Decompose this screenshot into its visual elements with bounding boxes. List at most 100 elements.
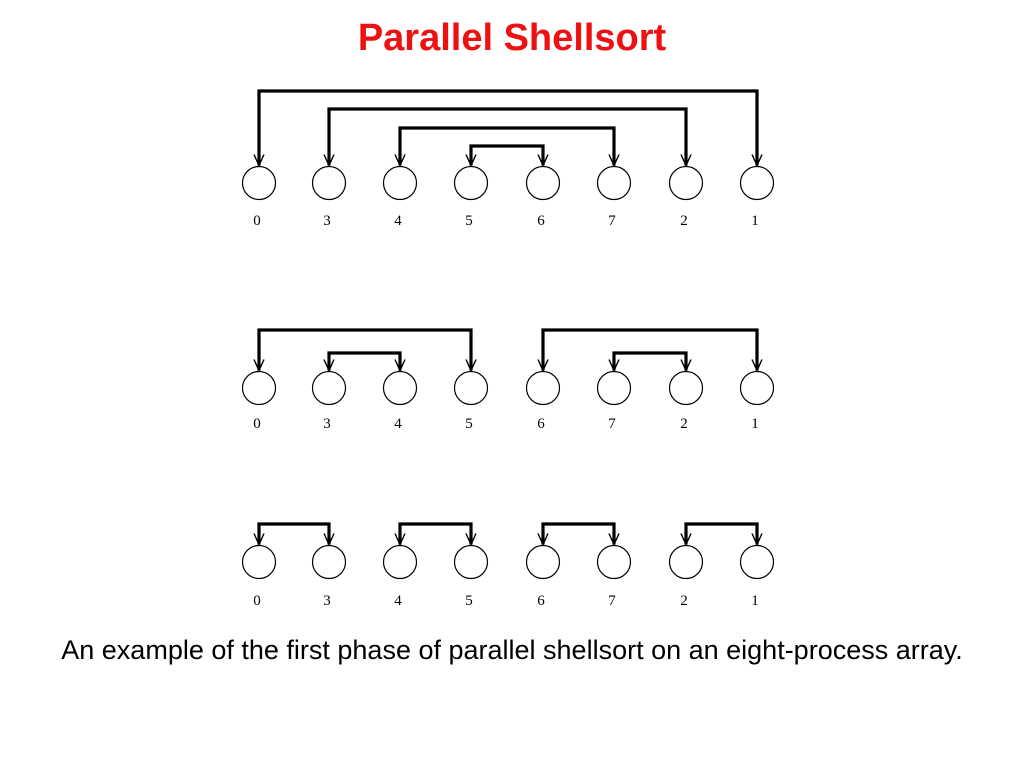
- process-label: 5: [465, 593, 473, 609]
- process-circle: [525, 165, 561, 201]
- process-label: 3: [323, 213, 331, 229]
- process-circle: [525, 544, 561, 580]
- process-label: 7: [608, 416, 616, 432]
- process-label: 1: [751, 593, 759, 609]
- compare-exchange-connector: [323, 351, 406, 373]
- arrow-head: [680, 154, 692, 168]
- process-circle: [739, 165, 775, 201]
- process-node: 2: [668, 165, 704, 229]
- arrow-head: [680, 359, 692, 373]
- process-circle: [525, 370, 561, 406]
- process-label: 1: [751, 416, 759, 432]
- connector-line: [327, 351, 402, 371]
- process-circle: [739, 544, 775, 580]
- process-label: 2: [680, 416, 688, 432]
- process-node: 7: [596, 370, 632, 432]
- process-node: 0: [241, 370, 277, 432]
- process-circle: [241, 370, 277, 406]
- process-node: 7: [596, 165, 632, 229]
- process-label: 6: [537, 213, 545, 229]
- compare-exchange-connector: [680, 522, 763, 547]
- process-node: 0: [241, 544, 277, 609]
- arrow-head: [751, 359, 763, 373]
- process-circle: [311, 165, 347, 201]
- connector-line: [684, 522, 759, 545]
- process-label: 4: [394, 593, 402, 609]
- process-circle: [596, 544, 632, 580]
- compare-exchange-connector: [537, 328, 763, 373]
- stage-3: 0 3 4 5 6 7 2 1: [241, 522, 775, 609]
- connector-line: [257, 89, 759, 166]
- process-node: 3: [311, 544, 347, 609]
- arrow-head: [537, 533, 549, 547]
- arrow-head: [608, 154, 620, 168]
- process-node: 3: [311, 165, 347, 229]
- process-node: 6: [525, 544, 561, 609]
- connector-line: [469, 144, 545, 166]
- process-label: 3: [323, 593, 331, 609]
- connector-line: [398, 522, 473, 545]
- arrow-head: [394, 533, 406, 547]
- process-circle: [453, 544, 489, 580]
- connector-line: [327, 107, 688, 166]
- arrow-head: [253, 154, 265, 168]
- arrow-head: [465, 359, 477, 373]
- process-label: 7: [608, 593, 616, 609]
- arrow-head: [608, 533, 620, 547]
- arrow-head: [608, 359, 620, 373]
- compare-exchange-connector: [608, 351, 692, 373]
- process-circle: [668, 544, 704, 580]
- process-node: 2: [668, 544, 704, 609]
- connector-line: [612, 351, 688, 371]
- process-circle: [668, 370, 704, 406]
- process-node: 1: [739, 370, 775, 432]
- figure-caption: An example of the first phase of paralle…: [61, 635, 963, 665]
- process-circle: [739, 370, 775, 406]
- arrow-head: [537, 154, 549, 168]
- process-circle: [382, 370, 418, 406]
- process-node: 6: [525, 370, 561, 432]
- process-node: 0: [241, 165, 277, 229]
- compare-exchange-connector: [537, 522, 620, 547]
- process-label: 6: [537, 593, 545, 609]
- arrow-head: [323, 533, 335, 547]
- compare-exchange-connector: [253, 522, 335, 547]
- slide-title: Parallel Shellsort: [357, 17, 667, 59]
- process-label: 0: [253, 213, 261, 229]
- process-node: 7: [596, 544, 632, 609]
- arrow-head: [465, 533, 477, 547]
- process-label: 5: [465, 213, 473, 229]
- process-circle: [382, 544, 418, 580]
- process-label: 4: [394, 416, 402, 432]
- process-label: 7: [608, 213, 616, 229]
- compare-exchange-connector: [253, 328, 477, 373]
- process-circle: [453, 370, 489, 406]
- process-circle: [453, 165, 489, 201]
- arrow-head: [394, 359, 406, 373]
- process-label: 6: [537, 416, 545, 432]
- connector-line: [541, 522, 616, 545]
- arrow-head: [323, 359, 335, 373]
- process-node: 3: [311, 370, 347, 432]
- arrow-head: [323, 154, 335, 168]
- process-label: 2: [680, 213, 688, 229]
- arrow-head: [253, 359, 265, 373]
- process-node: 2: [668, 370, 704, 432]
- process-node: 1: [739, 165, 775, 229]
- connector-line: [541, 328, 759, 371]
- connector-line: [398, 126, 616, 166]
- arrow-head: [537, 359, 549, 373]
- process-circle: [241, 165, 277, 201]
- compare-exchange-connector: [323, 107, 692, 168]
- process-node: 4: [382, 370, 418, 432]
- compare-exchange-connector: [394, 522, 477, 547]
- connector-line: [257, 522, 331, 545]
- process-node: 6: [525, 165, 561, 229]
- process-circle: [596, 165, 632, 201]
- process-circle: [311, 370, 347, 406]
- arrow-head: [465, 154, 477, 168]
- compare-exchange-connector: [253, 89, 763, 168]
